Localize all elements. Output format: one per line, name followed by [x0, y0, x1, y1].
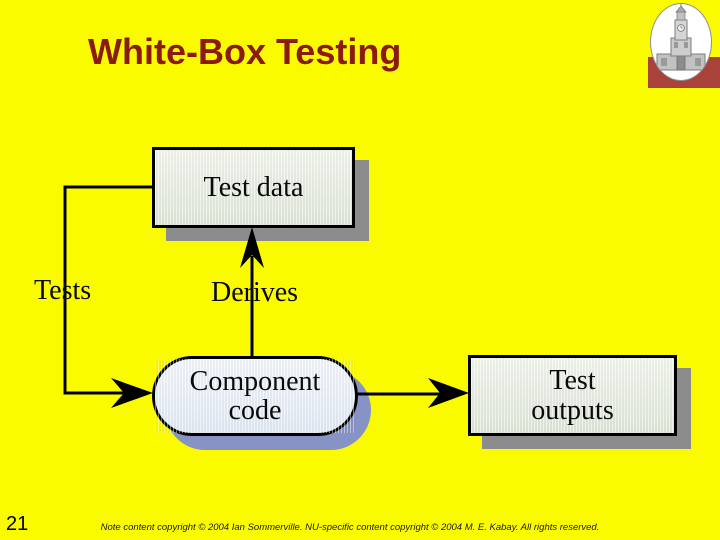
- node-outputs-label-line1: Test: [549, 365, 596, 397]
- edge-label-derives: Derives: [211, 277, 299, 308]
- node-component-code: Component code: [152, 356, 358, 436]
- slide-page-number: 21: [6, 513, 29, 535]
- node-component-label-line1: Component: [189, 365, 321, 397]
- clock-tower-icon: [656, 4, 706, 71]
- node-component-label-line2: code: [228, 395, 282, 426]
- arrowhead-into-outputs: [428, 378, 469, 408]
- node-outputs-label-line2: outputs: [531, 394, 614, 426]
- slide-title: White-Box Testing: [88, 31, 402, 72]
- copyright-note: Note content copyright © 2004 Ian Sommer…: [100, 522, 600, 533]
- edge-label-tests: Tests: [34, 275, 92, 306]
- arrowhead-into-component: [111, 378, 153, 408]
- node-test-outputs: Test outputs: [468, 355, 677, 436]
- node-test-data-label: Test data: [203, 171, 304, 203]
- node-test-data: Test data: [152, 147, 355, 228]
- university-logo: [650, 3, 712, 81]
- arrowhead-into-test-data: [240, 227, 264, 268]
